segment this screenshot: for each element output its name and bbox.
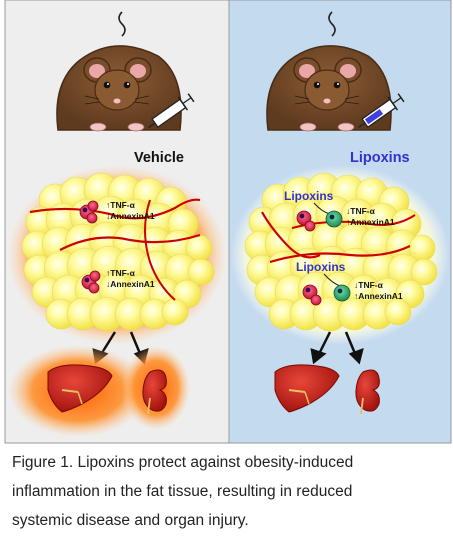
right-cluster-1-annexin-label: ↑AnnexinA1	[346, 217, 395, 227]
left-kidney-icon	[142, 369, 167, 415]
fat-cell	[161, 298, 189, 326]
right-fat-cell-cluster	[244, 172, 438, 332]
left-mouse-icon	[56, 11, 182, 132]
right-cluster-1-tnf-label: ↓TNF-α	[346, 206, 376, 216]
lipoxins-treatment-label: Lipoxins	[350, 150, 410, 166]
right-syringe-icon	[358, 93, 405, 129]
left-blood-vessel-3	[144, 199, 176, 301]
down-arrow-icon: ↓	[106, 211, 110, 221]
down-arrow-icon: ↓	[346, 206, 350, 216]
left-cluster-2-tnf-label: ↑TNF-α	[106, 268, 136, 278]
right-immune-cells-1	[296, 210, 343, 232]
fat-cell	[410, 258, 438, 286]
right-cluster-1-lipoxins-label: Lipoxins	[284, 189, 334, 203]
left-liver-icon	[47, 364, 113, 413]
fat-cell	[187, 258, 215, 286]
right-cluster-2-annexin-label: ↑AnnexinA1	[354, 291, 403, 301]
right-cluster-2-lipoxins-label: Lipoxins	[296, 260, 346, 274]
up-arrow-icon: ↑	[106, 200, 110, 210]
right-cluster-2-tnf-label: ↓TNF-α	[354, 280, 384, 290]
figure-svg: Vehicle Lipoxins ↑TNF-α	[4, 0, 452, 444]
up-arrow-icon: ↑	[106, 268, 110, 278]
vehicle-label: Vehicle	[134, 150, 184, 166]
up-arrow-icon: ↑	[354, 291, 358, 301]
left-cluster-2-annexin-label: ↓AnnexinA1	[106, 279, 155, 289]
down-arrow-icon: ↓	[354, 280, 358, 290]
left-immune-cells-1	[79, 200, 99, 224]
right-mouse-icon	[266, 11, 392, 132]
caption-line-2: inflammation in the fat tissue, resultin…	[12, 483, 353, 500]
left-immune-cells-2	[81, 270, 101, 294]
fat-cell	[384, 298, 412, 326]
right-organ-arrows	[310, 331, 364, 365]
right-liver-icon	[274, 364, 340, 413]
left-cluster-1-tnf-label: ↑TNF-α	[106, 200, 136, 210]
down-arrow-icon: ↓	[106, 279, 110, 289]
left-blood-vessel-2	[59, 233, 201, 251]
figure-caption: Figure 1. Lipoxins protect against obesi…	[12, 448, 444, 535]
up-arrow-icon: ↑	[346, 217, 350, 227]
right-blood-vessel-2	[269, 245, 411, 264]
caption-line-3: systemic disease and organ injury.	[12, 512, 249, 529]
left-fat-cell-cluster	[21, 172, 215, 332]
left-syringe-icon	[148, 93, 195, 129]
caption-line-1: Figure 1. Lipoxins protect against obesi…	[12, 454, 354, 471]
left-blood-vessel	[29, 198, 201, 220]
right-immune-cells-2	[302, 284, 351, 306]
right-kidney-icon	[355, 369, 380, 415]
left-cluster-1-annexin-label: ↓AnnexinA1	[106, 211, 155, 221]
right-blood-vessel	[261, 211, 321, 259]
figure-panel: Vehicle Lipoxins ↑TNF-α	[4, 0, 452, 444]
